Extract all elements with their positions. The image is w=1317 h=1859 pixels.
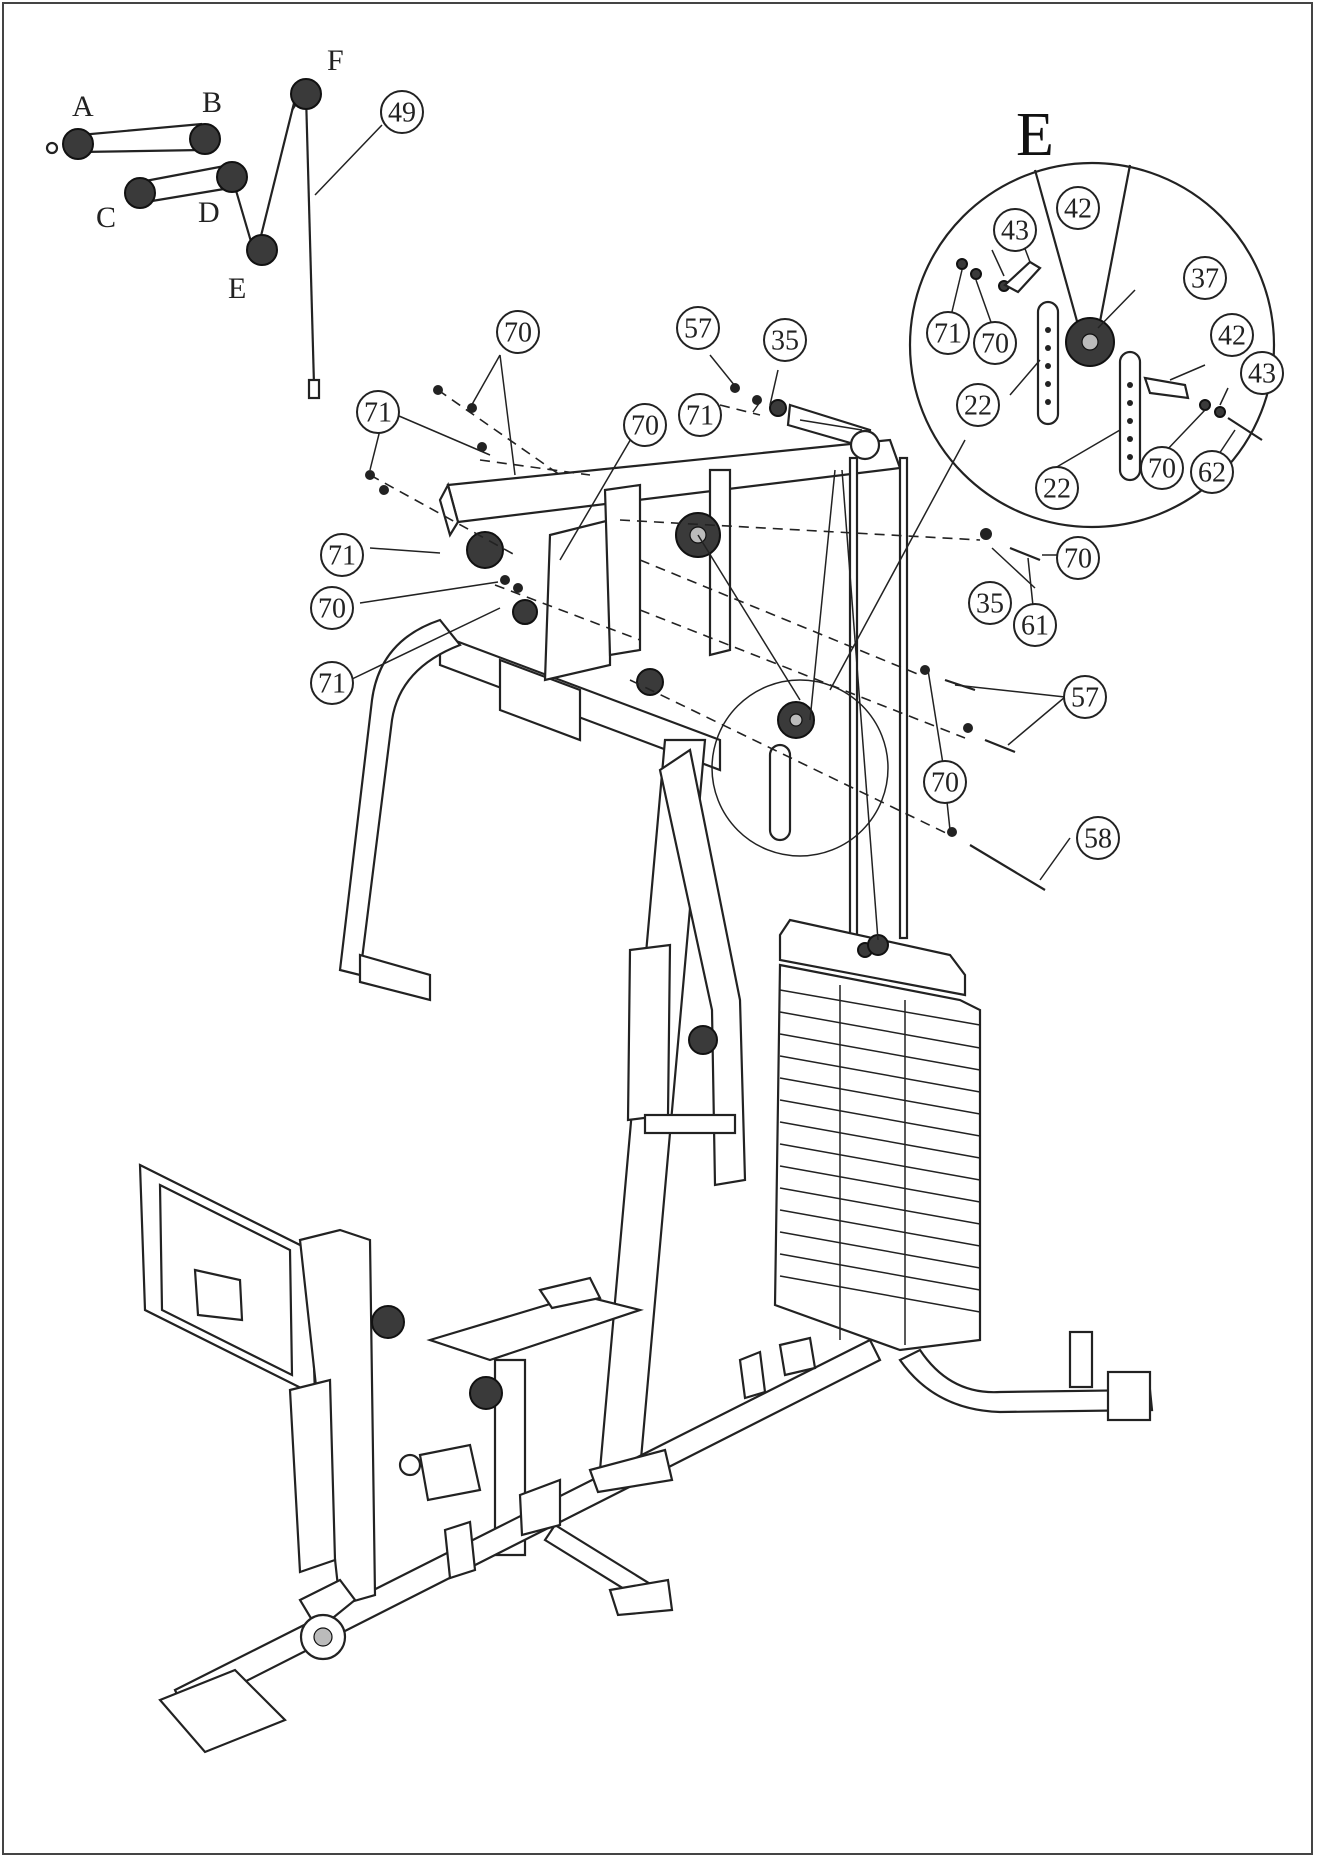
callout-number: 70 xyxy=(504,318,532,349)
callout: 43 xyxy=(993,208,1037,252)
callout-number: 42 xyxy=(1218,321,1246,352)
callout: 71 xyxy=(356,390,400,434)
callout-number: 70 xyxy=(981,329,1009,360)
detail-e-inset: E xyxy=(908,101,1276,529)
callout: 61 xyxy=(1013,603,1057,647)
pulley-e-icon xyxy=(246,234,278,266)
pulley-b-icon xyxy=(189,123,221,155)
callout: 71 xyxy=(678,393,722,437)
routing-letter-a: A xyxy=(72,90,94,123)
callout-number: 35 xyxy=(771,326,799,357)
callout-number: 58 xyxy=(1084,824,1112,855)
pulley-f-icon xyxy=(290,78,322,110)
pulley-d-icon xyxy=(216,161,248,193)
routing-letter-f: F xyxy=(327,44,344,77)
pulley-a-icon xyxy=(62,128,94,160)
callout: 42 xyxy=(1056,186,1100,230)
callout-number: 35 xyxy=(976,589,1004,620)
callout: 58 xyxy=(1076,816,1120,860)
callout-number: 43 xyxy=(1001,216,1029,247)
callout: 70 xyxy=(973,321,1017,365)
callout-number: 70 xyxy=(1064,544,1092,575)
callout-number: 71 xyxy=(328,541,356,572)
weight-stack xyxy=(773,456,982,1352)
callout-number: 70 xyxy=(318,594,346,625)
callout: 70 xyxy=(310,586,354,630)
callout-leaders xyxy=(349,229,1236,881)
callout: 49 xyxy=(380,90,424,134)
callout-number: 49 xyxy=(388,98,416,129)
main-pulley-icon xyxy=(636,668,664,696)
main-pulley-icon xyxy=(512,599,538,625)
callout-number: 22 xyxy=(1043,474,1071,505)
detail-letter-e: E xyxy=(1016,101,1054,169)
callout: 57 xyxy=(676,306,720,350)
callout: 71 xyxy=(320,533,364,577)
routing-letter-b: B xyxy=(202,86,222,119)
callout-number: 70 xyxy=(631,411,659,442)
callout: 57 xyxy=(1063,675,1107,719)
routing-letter-d: D xyxy=(198,196,220,229)
callout-number: 70 xyxy=(1148,454,1176,485)
routing-letter-c: C xyxy=(96,201,116,234)
cable-routing-inset: A B C D E F xyxy=(45,44,383,400)
main-frame xyxy=(138,403,1154,1754)
callout-number: 37 xyxy=(1191,264,1219,295)
callout: 70 xyxy=(496,310,540,354)
callout: 35 xyxy=(968,581,1012,625)
callout-number: 57 xyxy=(684,314,712,345)
callout: 22 xyxy=(956,383,1000,427)
main-pulley-icon xyxy=(466,531,504,569)
callout-number: 42 xyxy=(1064,194,1092,225)
pulley-c-icon xyxy=(124,177,156,209)
callout-number: 62 xyxy=(1198,458,1226,489)
callout-number: 71 xyxy=(686,401,714,432)
callout: 70 xyxy=(1056,536,1100,580)
callout-number: 57 xyxy=(1071,683,1099,714)
callout-number: 61 xyxy=(1021,611,1049,642)
callout-number: 43 xyxy=(1248,359,1276,390)
callout-number: 71 xyxy=(934,319,962,350)
callout: 37 xyxy=(1183,256,1227,300)
callout: 22 xyxy=(1035,466,1079,510)
routing-letter-e: E xyxy=(228,272,246,305)
callout: 43 xyxy=(1240,351,1284,395)
callout: 35 xyxy=(763,318,807,362)
callout: 70 xyxy=(923,760,967,804)
callout: 42 xyxy=(1210,313,1254,357)
callout: 62 xyxy=(1190,450,1234,494)
callout: 71 xyxy=(926,311,970,355)
callout: 71 xyxy=(310,661,354,705)
callout: 70 xyxy=(1140,446,1184,490)
callout-number: 71 xyxy=(364,398,392,429)
callout-number: 71 xyxy=(318,669,346,700)
callout-number: 22 xyxy=(964,391,992,422)
callout-number: 70 xyxy=(931,768,959,799)
callout: 70 xyxy=(623,403,667,447)
